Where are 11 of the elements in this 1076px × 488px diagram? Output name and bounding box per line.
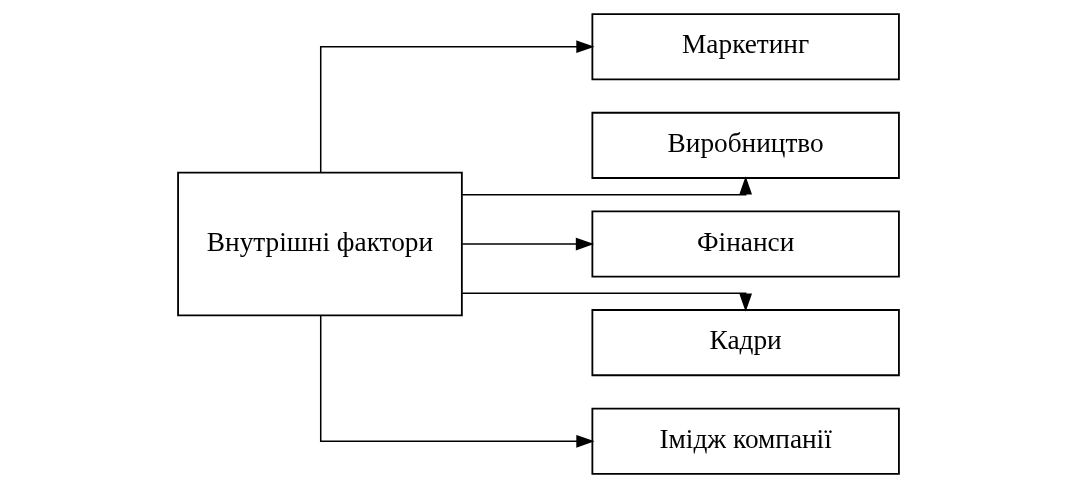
node-box: Маркетинг xyxy=(590,13,900,81)
arrow xyxy=(461,176,752,196)
node-box: Виробництво xyxy=(590,111,900,179)
arrow xyxy=(461,292,752,312)
node-box: Імідж компанії xyxy=(590,407,900,475)
arrow xyxy=(461,237,594,251)
node-box: Внутрішні фактори xyxy=(176,171,463,317)
node-box: Кадри xyxy=(590,309,900,377)
arrow xyxy=(319,315,595,448)
arrow xyxy=(319,40,595,173)
node-box: Фінанси xyxy=(590,210,900,278)
